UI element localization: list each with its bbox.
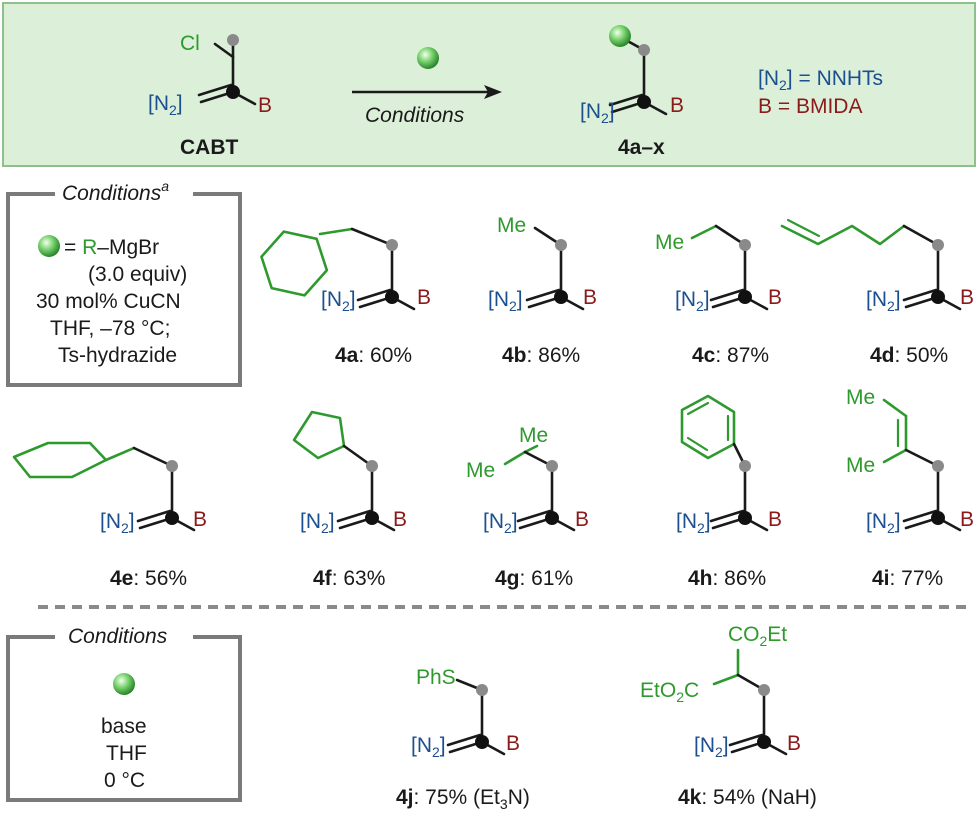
compound-4e: [N2] B 4e: 56% — [12, 441, 207, 590]
svg-text:[N2]: [N2] — [100, 510, 135, 536]
svg-text:4b: 86%: 4b: 86% — [502, 344, 580, 367]
svg-text:B: B — [417, 286, 431, 309]
header-panel — [2, 2, 976, 167]
compound-4a: [N2] B 4a: 60% — [260, 227, 431, 367]
reagent-ball-icon — [38, 235, 60, 257]
compound-4f: [N2] B 4f: 63% — [292, 410, 407, 590]
reagent-ball-icon — [417, 47, 439, 69]
svg-text:4h: 86%: 4h: 86% — [688, 567, 766, 590]
conditions-box-2: Conditions base THF 0 °C — [6, 625, 242, 802]
compound-4c: Me [N2] B 4c: 87% — [655, 224, 782, 367]
svg-text:4f: 63%: 4f: 63% — [313, 567, 385, 590]
svg-text:EtO2C: EtO2C — [640, 679, 699, 705]
compound-4k: CO2Et EtO2C [N2] B 4k: 54% (NaH) — [640, 623, 817, 809]
cl-label: Cl — [180, 32, 200, 55]
reaction-arrow: Conditions — [352, 47, 502, 127]
svg-text:4d: 50%: 4d: 50% — [870, 344, 948, 367]
product-range-label: 4a–x — [618, 136, 665, 159]
svg-text:[N2]: [N2] — [866, 510, 901, 536]
conditions-title-2: Conditions — [68, 625, 168, 648]
svg-text:Me: Me — [497, 214, 526, 237]
svg-text:[N2]: [N2] — [488, 288, 523, 314]
svg-text:B: B — [960, 286, 974, 309]
svg-text:Me: Me — [655, 231, 684, 254]
svg-text:[N2]: [N2] — [321, 288, 356, 314]
svg-text:Ts-hydrazide: Ts-hydrazide — [58, 344, 177, 367]
svg-text:THF: THF — [106, 742, 147, 765]
compound-4d: [N2] B 4d: 50% — [780, 218, 974, 367]
svg-text:PhS: PhS — [416, 666, 456, 689]
reagent-ball-icon — [113, 673, 135, 695]
svg-text:THF, –78 °C;: THF, –78 °C; — [50, 317, 170, 340]
svg-text:B: B — [506, 732, 520, 755]
svg-text:4e: 56%: 4e: 56% — [110, 567, 187, 590]
svg-text:4g: 61%: 4g: 61% — [495, 567, 573, 590]
arrow-conditions-label: Conditions — [365, 104, 465, 127]
svg-text:[N2]: [N2] — [411, 734, 446, 760]
conditions-box-1: Conditionsa = R–MgBr (3.0 equiv) 30 mol%… — [6, 178, 242, 387]
compound-4h: [N2] B 4h: 86% — [676, 394, 782, 590]
svg-text:4a: 60%: 4a: 60% — [335, 344, 412, 367]
svg-text:4k: 54% (NaH): 4k: 54% (NaH) — [678, 786, 817, 809]
svg-text:[N2]: [N2] — [300, 510, 335, 536]
svg-text:B: B — [193, 508, 207, 531]
svg-text:4j: 75% (Et3N): 4j: 75% (Et3N) — [396, 786, 530, 812]
svg-text:base: base — [101, 715, 147, 738]
svg-text:B: B — [787, 732, 801, 755]
svg-text:30 mol% CuCN: 30 mol% CuCN — [36, 290, 181, 313]
svg-text:[N2] = NNHTs: [N2] = NNHTs — [758, 67, 883, 93]
svg-text:B: B — [960, 508, 974, 531]
svg-text:4i: 77%: 4i: 77% — [872, 567, 943, 590]
compound-4b: Me [N2] B 4b: 86% — [488, 214, 597, 367]
legend: [N2] = NNHTs B = BMIDA — [758, 67, 883, 118]
conditions-title: Conditionsa — [62, 178, 169, 205]
compound-4g: Me Me [N2] B 4g: 61% — [466, 424, 589, 590]
compound-4i: Me Me [N2] B 4i: 77% — [846, 386, 974, 590]
cabt-structure: Cl [N2] B CABT — [148, 32, 272, 159]
svg-text:B: B — [583, 286, 597, 309]
boron-label: B — [258, 94, 272, 117]
svg-text:B: B — [768, 508, 782, 531]
n2-label: [N2] — [148, 92, 183, 118]
substituent-ball-icon — [609, 25, 631, 47]
compound-4j: PhS [N2] B 4j: 75% (Et3N) — [396, 666, 530, 812]
svg-text:B = BMIDA: B = BMIDA — [758, 95, 862, 118]
svg-text:[N2]: [N2] — [580, 100, 615, 126]
svg-text:= R–MgBr: = R–MgBr — [64, 236, 159, 259]
svg-text:B: B — [393, 508, 407, 531]
cabt-label: CABT — [180, 136, 238, 159]
svg-text:[N2]: [N2] — [676, 510, 711, 536]
svg-text:[N2]: [N2] — [483, 510, 518, 536]
svg-text:B: B — [768, 286, 782, 309]
svg-text:Me: Me — [846, 454, 875, 477]
svg-text:[N2]: [N2] — [675, 288, 710, 314]
svg-text:0 °C: 0 °C — [104, 769, 145, 792]
svg-text:Me: Me — [466, 459, 495, 482]
svg-text:4c: 87%: 4c: 87% — [692, 344, 769, 367]
svg-text:CO2Et: CO2Et — [728, 623, 787, 649]
svg-text:B: B — [575, 508, 589, 531]
svg-text:[N2]: [N2] — [694, 734, 729, 760]
svg-text:Me: Me — [846, 386, 875, 409]
product-general-structure: [N2] B 4a–x — [580, 25, 684, 159]
svg-text:(3.0 equiv): (3.0 equiv) — [88, 263, 187, 286]
svg-text:[N2]: [N2] — [866, 288, 901, 314]
svg-text:B: B — [670, 94, 684, 117]
svg-text:Me: Me — [519, 424, 548, 447]
